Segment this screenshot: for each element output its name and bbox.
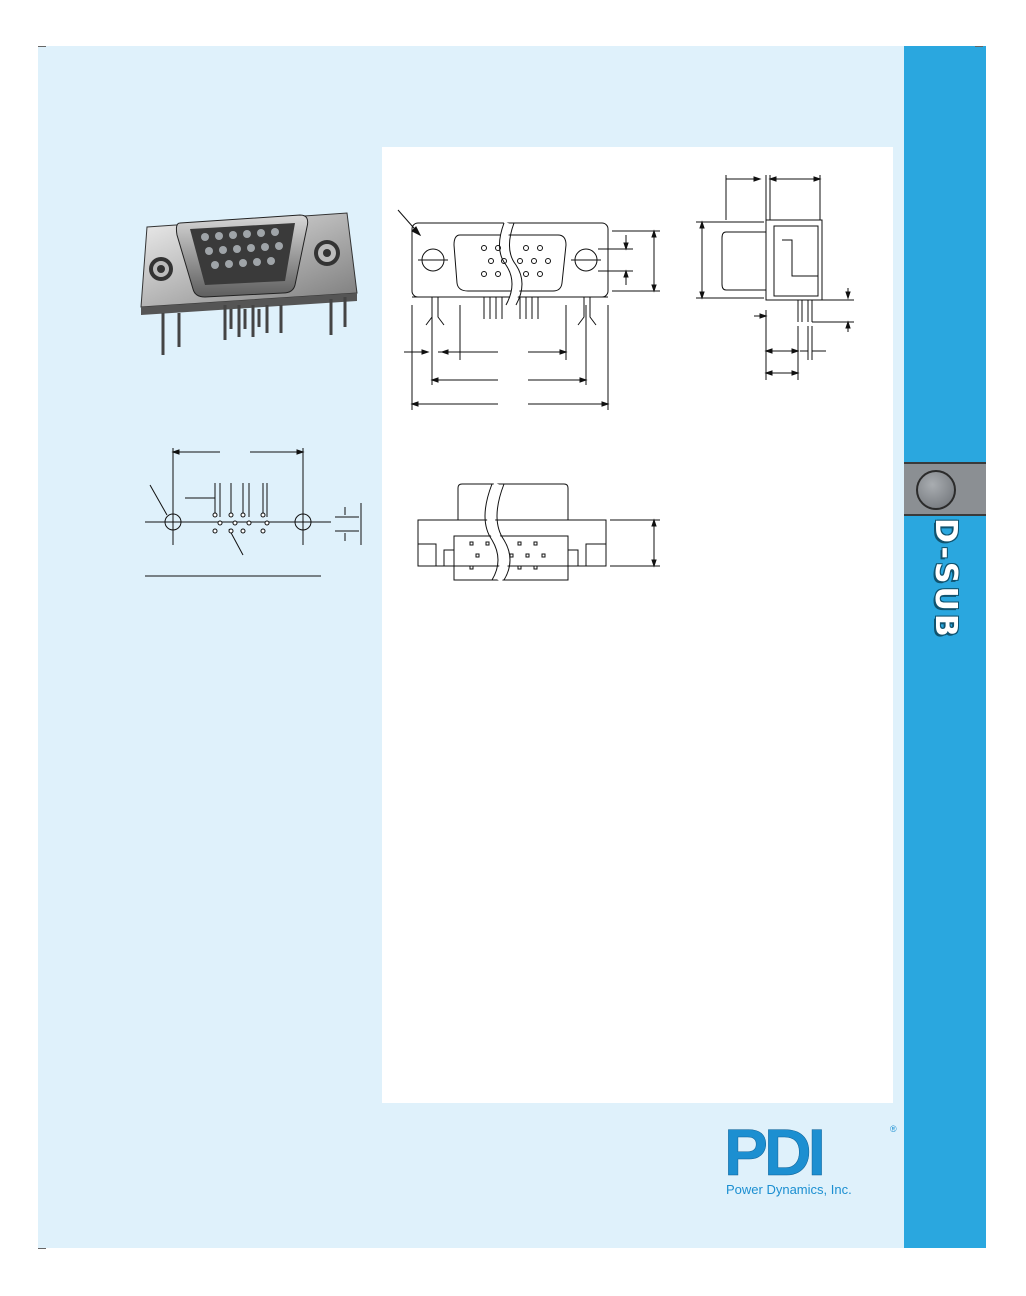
- front-view-drawing: [397, 209, 660, 410]
- connector-photo: [140, 212, 358, 355]
- bottom-view-drawing: [417, 482, 660, 583]
- section-tab[interactable]: [904, 462, 986, 516]
- crop-mark: [38, 1248, 46, 1249]
- registered-mark: ®: [890, 1124, 897, 1134]
- section-title: D-SUB CONNECTORS: [858, 518, 963, 779]
- crop-mark: [38, 46, 46, 47]
- side-strip: [904, 46, 986, 1248]
- crop-mark: [975, 46, 983, 47]
- side-view-drawing: [696, 175, 854, 380]
- company-name: Power Dynamics, Inc.: [726, 1182, 852, 1197]
- logo-mark: PDI: [724, 1115, 827, 1189]
- tab-knob-icon: [916, 470, 956, 510]
- pcb-hole-layout: [145, 448, 362, 577]
- pdi-logo[interactable]: PDI ® Power Dynamics, Inc.: [724, 1115, 904, 1202]
